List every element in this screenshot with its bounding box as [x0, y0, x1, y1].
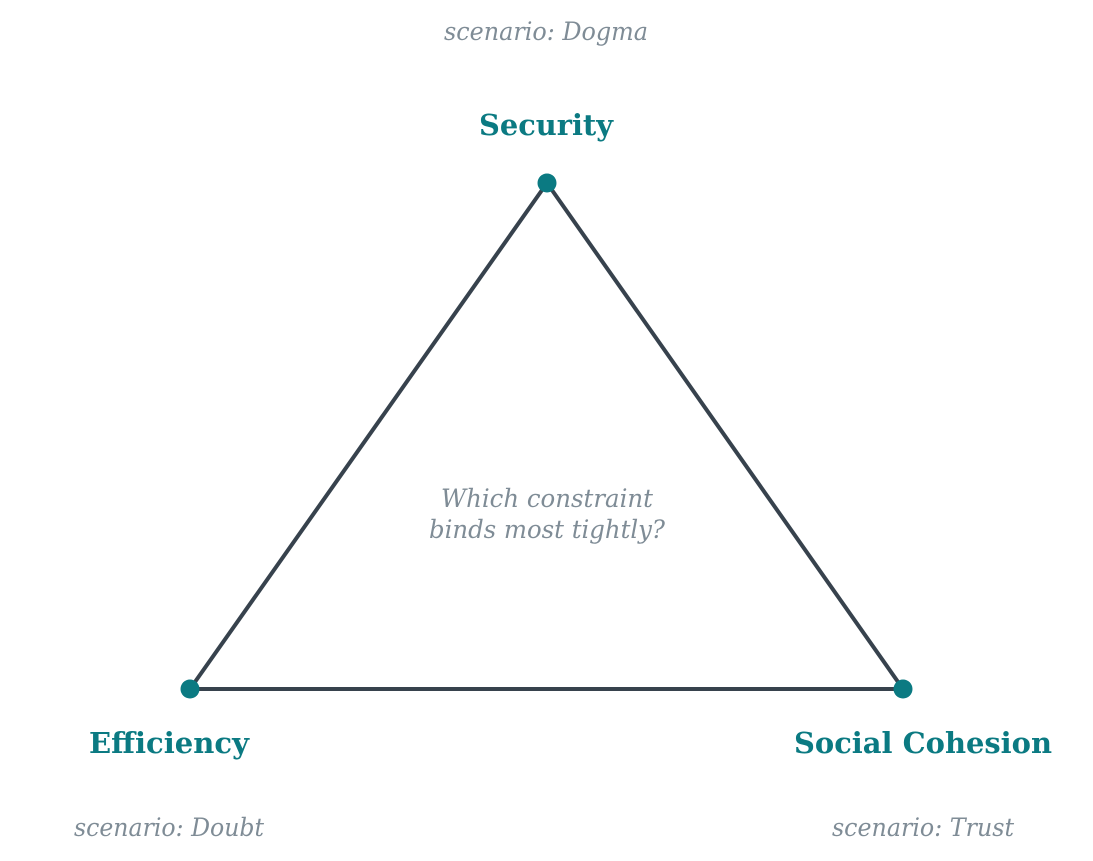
- center-question-line-1: Which constraint: [441, 484, 654, 513]
- triangle: [188, 181, 905, 691]
- scenario-trust-label: scenario: Trust: [832, 813, 1015, 842]
- vertex-label-efficiency: Efficiency: [89, 726, 250, 760]
- center-question-line-2: binds most tightly?: [429, 515, 666, 544]
- edge-security-to-social-cohesion: [545, 181, 905, 691]
- vertex-label-security: Security: [479, 108, 614, 142]
- scenario-doubt-label: scenario: Doubt: [74, 813, 265, 842]
- vertex-dot-security: [537, 173, 557, 193]
- vertex-dot-social-cohesion: [893, 679, 913, 699]
- vertex-dot-efficiency: [180, 679, 200, 699]
- vertex-label-social-cohesion: Social Cohesion: [794, 726, 1052, 760]
- edge-security-to-efficiency: [188, 181, 549, 691]
- scenario-dogma-label: scenario: Dogma: [444, 17, 648, 46]
